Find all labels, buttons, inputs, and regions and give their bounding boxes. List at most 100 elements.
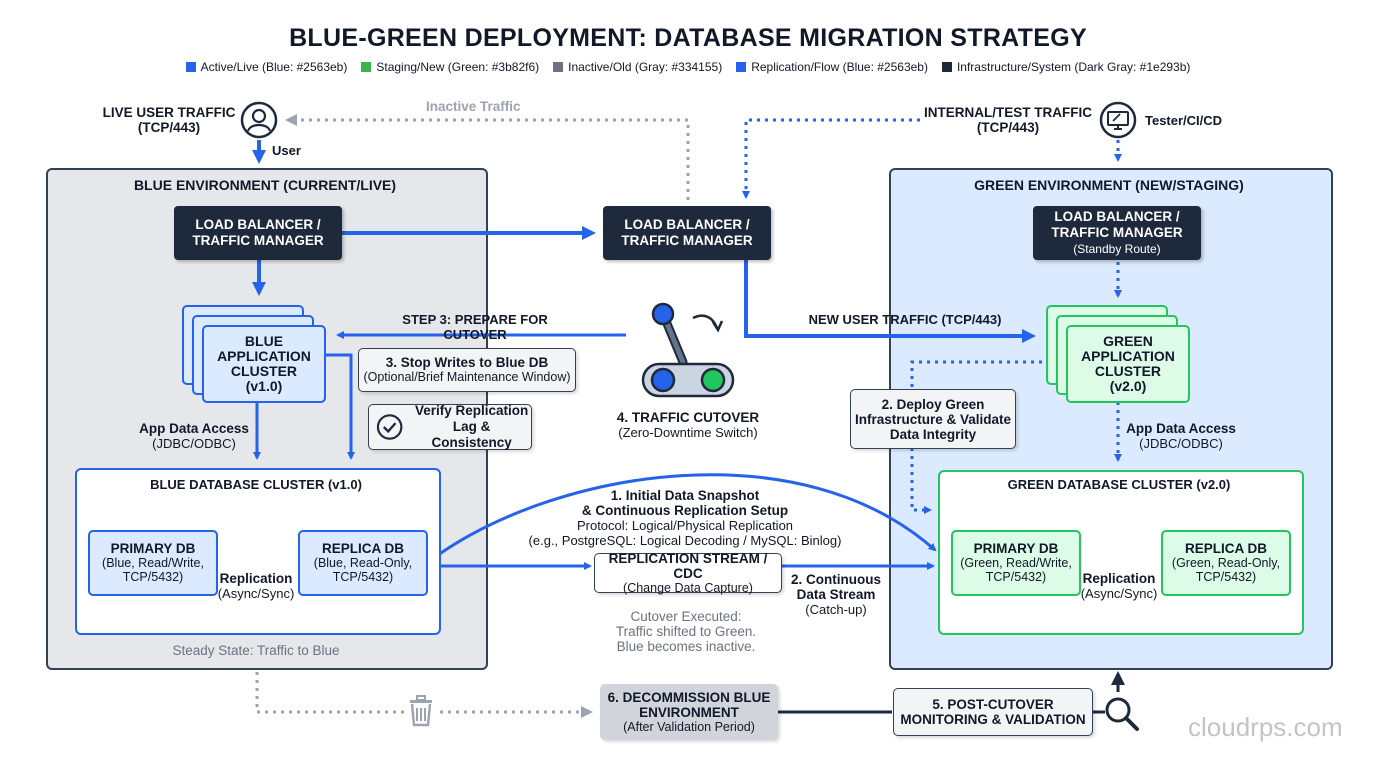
trash-icon <box>405 692 437 733</box>
cutover-desc: (Zero-Downtime Switch) <box>618 425 758 440</box>
blue-repl-mode: (Async/Sync) <box>217 586 295 601</box>
blue-replica-title: REPLICA DB <box>321 541 404 556</box>
internal-traffic-line <box>742 118 920 199</box>
deploy-line2: Infrastructure & Validate <box>854 411 1012 427</box>
green-env-title: GREEN ENVIRONMENT (NEW/STAGING) <box>974 177 1244 193</box>
stream-desc: (Change Data Capture) <box>623 580 753 595</box>
lever-switch-icon <box>633 300 743 415</box>
blue-db-title: BLUE DATABASE CLUSTER (v1.0) <box>150 477 362 492</box>
green-primary-port: TCP/5432) <box>985 570 1047 584</box>
blue-primary-desc: (Blue, Read/Write, <box>102 556 204 570</box>
legend-item: Inactive/Old (Gray: #334155) <box>553 60 722 74</box>
live-traffic-port: (TCP/443) <box>137 120 201 135</box>
legend-label: Replication/Flow (Blue: #2563eb) <box>751 60 928 74</box>
legend-swatch <box>941 62 952 72</box>
stream-title: REPLICATION STREAM / CDC <box>608 550 768 581</box>
green-app-line3: CLUSTER <box>1094 363 1162 379</box>
legend-label: Inactive/Old (Gray: #334155) <box>568 60 723 74</box>
center-lb-line2: TRAFFIC MANAGER <box>621 233 753 248</box>
green-replica-port: TCP/5432) <box>1195 570 1257 584</box>
decommission-line3: (After Validation Period) <box>623 719 755 734</box>
step3-label: STEP 3: PREPARE FOR CUTOVER <box>402 312 548 342</box>
blue-primary-port: TCP/5432) <box>122 570 184 584</box>
green-replica-title: REPLICA DB <box>1184 541 1267 556</box>
stop-writes-desc: (Optional/Brief Maintenance Window) <box>363 370 571 384</box>
green-app-data-access: App Data Access (JDBC/ODBC) <box>1125 421 1237 451</box>
magnifier-icon <box>1102 694 1142 739</box>
decommission-line2: ENVIRONMENT <box>639 704 739 720</box>
traffic-cutover-label: 4. TRAFFIC CUTOVER (Zero-Downtime Switch… <box>604 410 772 440</box>
blue-env-title: BLUE ENVIRONMENT (CURRENT/LIVE) <box>133 177 397 193</box>
inactive-traffic-line <box>285 114 690 200</box>
deploy-line3: Data Integrity <box>889 426 977 442</box>
post-cutover-box: 5. POST-CUTOVER MONITORING & VALIDATION <box>893 688 1093 736</box>
live-traffic-label: LIVE USER TRAFFIC (TCP/443) <box>100 105 238 135</box>
green-primary-title: PRIMARY DB <box>973 541 1059 556</box>
legend-item: Replication/Flow (Blue: #2563eb) <box>736 60 928 74</box>
legend-item: Staging/New (Green: #3b82f6) <box>361 60 539 74</box>
blue-app-to-db-arrow-2 <box>322 353 355 460</box>
inactive-traffic-label: Inactive Traffic <box>426 99 521 114</box>
legend-item: Active/Live (Blue: #2563eb) <box>185 60 347 74</box>
page-title: BLUE-GREEN DEPLOYMENT: DATABASE MIGRATIO… <box>289 24 1087 52</box>
post-cutover-line1: 5. POST-CUTOVER <box>932 697 1054 712</box>
snapshot-line1: 1. Initial Data Snapshot <box>610 488 760 503</box>
legend-label: Staging/New (Green: #3b82f6) <box>376 60 540 74</box>
green-db-title: GREEN DATABASE CLUSTER (v2.0) <box>1007 477 1231 492</box>
snapshot-line2: & Continuous Replication Setup <box>581 503 789 518</box>
blue-lb-line1: LOAD BALANCER / <box>195 217 321 232</box>
snapshot-label: 1. Initial Data Snapshot & Continuous Re… <box>520 488 850 548</box>
verify-line2: Lag & Consistency <box>431 419 512 450</box>
internal-traffic-port: (TCP/443) <box>976 120 1040 135</box>
green-lb-line1: LOAD BALANCER / <box>1054 209 1180 224</box>
green-repl-title: Replication <box>1082 571 1156 586</box>
deploy-green-note: 2. Deploy Green Infrastructure & Validat… <box>850 389 1016 449</box>
cutover-executed-note: Cutover Executed: Traffic shifted to Gre… <box>598 609 774 654</box>
blue-primary-title: PRIMARY DB <box>110 541 196 556</box>
green-repl-mode: (Async/Sync) <box>1080 586 1158 601</box>
new-traffic-label: NEW USER TRAFFIC (TCP/443) <box>808 312 1002 327</box>
legend-swatch <box>553 62 564 72</box>
blue-load-balancer: LOAD BALANCER / TRAFFIC MANAGER <box>174 206 342 260</box>
continuous-line3: (Catch-up) <box>805 602 867 617</box>
green-app-line1: GREEN <box>1103 333 1153 349</box>
green-access-title: App Data Access <box>1126 421 1236 436</box>
blue-app-cluster: BLUE APPLICATION CLUSTER (v1.0) <box>202 325 326 403</box>
center-lb-to-green-app-arrow <box>744 260 1036 343</box>
blue-steady-state: Steady State: Traffic to Blue <box>172 643 340 658</box>
blue-primary-db: PRIMARY DB (Blue, Read/Write, TCP/5432) <box>88 530 218 596</box>
green-replication-label: Replication (Async/Sync) <box>1075 571 1163 601</box>
live-traffic-title: LIVE USER TRAFFIC <box>102 105 236 120</box>
blue-app-line3: CLUSTER <box>230 363 298 379</box>
green-lb-line2: TRAFFIC MANAGER <box>1051 225 1183 240</box>
snapshot-protocol: Protocol: Logical/Physical Replication <box>576 518 794 533</box>
verify-replication-note: Verify Replication Lag & Consistency <box>368 403 532 450</box>
monitor-icon <box>1098 100 1138 145</box>
green-replica-desc: (Green, Read-Only, <box>1171 556 1281 570</box>
snapshot-example: (e.g., PostgreSQL: Logical Decoding / My… <box>528 533 842 548</box>
blue-replica-port: TCP/5432) <box>332 570 394 584</box>
blue-app-line1: BLUE <box>244 333 284 349</box>
center-load-balancer: LOAD BALANCER / TRAFFIC MANAGER <box>603 206 771 260</box>
decommission-box: 6. DECOMMISSION BLUE ENVIRONMENT (After … <box>600 684 778 740</box>
blue-repl-title: Replication <box>219 571 293 586</box>
internal-traffic-label: INTERNAL/TEST TRAFFIC (TCP/443) <box>920 105 1096 135</box>
deploy-line1: 2. Deploy Green <box>881 396 985 412</box>
green-app-line2: APPLICATION <box>1081 348 1175 364</box>
blue-app-data-access: App Data Access (JDBC/ODBC) <box>134 421 254 451</box>
legend: Active/Live (Blue: #2563eb) Staging/New … <box>0 60 1376 74</box>
internal-traffic-title: INTERNAL/TEST TRAFFIC <box>924 105 1092 120</box>
green-primary-db: PRIMARY DB (Green, Read/Write, TCP/5432) <box>951 530 1081 596</box>
decommission-dotted-line <box>255 672 590 712</box>
blue-lb-line2: TRAFFIC MANAGER <box>192 233 324 248</box>
legend-label: Infrastructure/System (Dark Gray: #1e293… <box>956 60 1191 74</box>
executed-line2: Traffic shifted to Green. <box>615 624 757 639</box>
post-cutover-line2: MONITORING & VALIDATION <box>900 712 1086 727</box>
legend-swatch <box>185 62 196 72</box>
stop-writes-note: 3. Stop Writes to Blue DB (Optional/Brie… <box>358 348 576 392</box>
green-lb-standby: (Standby Route) <box>1073 242 1161 256</box>
green-app-version: (v2.0) <box>1109 378 1147 394</box>
legend-swatch <box>361 62 372 72</box>
blue-replica-db: REPLICA DB (Blue, Read-Only, TCP/5432) <box>298 530 428 596</box>
green-app-cluster: GREEN APPLICATION CLUSTER (v2.0) <box>1066 325 1190 403</box>
